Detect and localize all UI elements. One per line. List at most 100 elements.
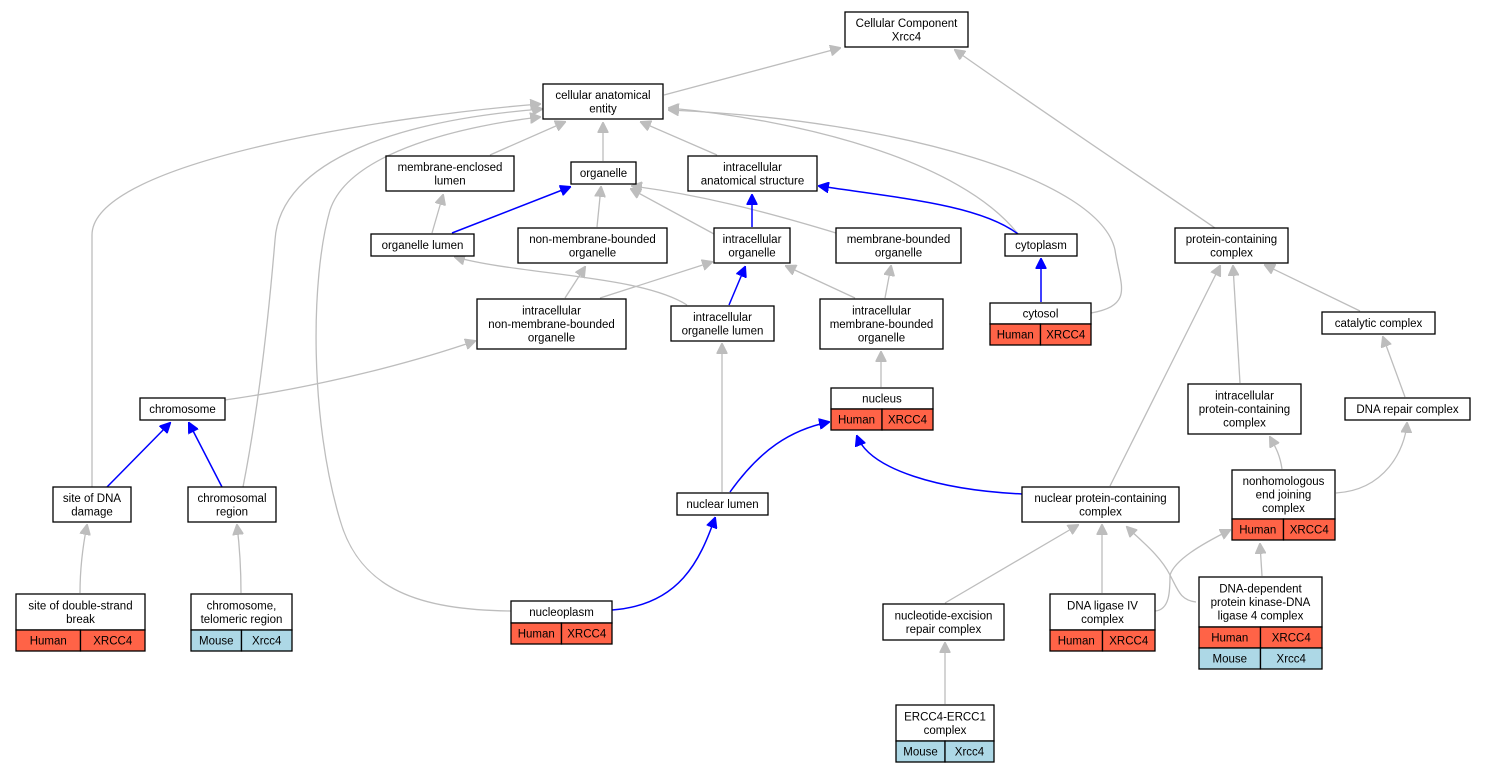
node-box <box>1174 227 1289 264</box>
node-label: organelle <box>875 247 922 259</box>
annotation-label: Mouse <box>199 636 234 648</box>
edge-nhej-to-drc <box>1335 423 1407 494</box>
annotation-label: Human <box>1058 636 1095 648</box>
edge-cytoplasm-to-ias <box>819 186 1019 235</box>
node-label: protein-containing <box>1186 234 1277 246</box>
node-label: ligase 4 complex <box>1218 611 1304 623</box>
node-label: intracellular <box>723 162 782 174</box>
node-box <box>1231 469 1336 520</box>
node-label: intracellular <box>852 306 911 318</box>
node-label: organelle <box>569 247 616 259</box>
node-box <box>835 227 962 264</box>
edge-nucleoplasm-to-nlumen <box>611 518 715 611</box>
node-label: break <box>66 614 95 626</box>
node-label: chromosomal <box>197 493 266 505</box>
edge-sdsb-to-sdd <box>79 525 87 594</box>
edge-ol-to-mel <box>431 195 443 234</box>
node-label: protein kinase-DNA <box>1211 597 1311 609</box>
edge-iol-to-ol <box>455 257 688 306</box>
node-label: organelle lumen <box>382 240 464 252</box>
node-label: DNA-dependent <box>1219 584 1302 596</box>
node-ol[interactable]: organelle lumen <box>370 233 475 257</box>
edge-npcc-to-nucleus <box>857 436 1023 495</box>
annotation-label: XRCC4 <box>93 636 133 648</box>
node-label: DNA ligase IV <box>1067 600 1138 612</box>
node-label: protein-containing <box>1199 404 1290 416</box>
node-box <box>676 492 769 516</box>
node-label: organelle <box>728 247 775 259</box>
annotation-label: XRCC4 <box>1109 636 1149 648</box>
node-chromosome[interactable]: chromosome <box>139 397 226 421</box>
node-box <box>1344 397 1471 421</box>
edges-layer <box>79 48 1407 704</box>
node-label: damage <box>71 506 113 518</box>
human-annotation-cell <box>1282 518 1336 541</box>
edge-mbo-to-organelle <box>632 186 837 234</box>
node-label: entity <box>589 103 617 115</box>
edge-ias-to-cae <box>641 122 718 156</box>
node-box <box>670 305 775 342</box>
edge-imbo-to-mbo <box>885 266 891 299</box>
node-label: cytoplasm <box>1015 240 1067 252</box>
node-label: ERCC4-ERCC1 <box>904 711 986 723</box>
annotation-label: Xrcc4 <box>1277 654 1307 666</box>
edge-npcc-to-pcc <box>1109 266 1220 487</box>
annotation-label: Human <box>30 636 67 648</box>
node-catc[interactable]: catalytic complex <box>1321 311 1436 335</box>
edge-imbo-to-io <box>786 266 856 299</box>
node-label: intracellular <box>1215 391 1274 403</box>
human-annotation-cell <box>79 629 146 652</box>
node-cytoplasm[interactable]: cytoplasm <box>1004 233 1078 257</box>
node-label: catalytic complex <box>1335 318 1423 330</box>
node-label: nucleotide-excision <box>895 610 993 622</box>
edge-dpk-to-nhej <box>1260 544 1262 577</box>
edge-nucleoplasm-to-cae <box>315 117 540 612</box>
edge-dpk-to-npcc <box>1127 527 1197 603</box>
annotation-label: Mouse <box>1212 654 1247 666</box>
node-drc[interactable]: DNA repair complex <box>1344 397 1471 421</box>
node-label: organelle lumen <box>682 325 764 337</box>
node-label: site of DNA <box>63 493 121 505</box>
node-nlumen[interactable]: nuclear lumen <box>676 492 769 516</box>
node-inmbo[interactable]: intracellularnon-membrane-boundedorganel… <box>476 298 627 350</box>
node-label: membrane-bounded <box>830 319 934 331</box>
node-label: intracellular <box>522 306 581 318</box>
edge-catc-to-pcc <box>1265 265 1361 312</box>
node-label: nucleoplasm <box>529 607 594 619</box>
node-label: cellular anatomical <box>555 90 650 102</box>
node-box <box>52 486 132 523</box>
annotation-label: XRCC4 <box>1046 330 1086 342</box>
node-box <box>1049 593 1156 631</box>
node-box <box>190 593 293 631</box>
node-organelle[interactable]: organelle <box>570 161 637 185</box>
annotation-label: XRCC4 <box>1272 633 1312 645</box>
edge-mel-to-cae <box>489 122 565 156</box>
node-box <box>385 155 515 192</box>
edge-inmbo-to-io <box>599 262 712 299</box>
